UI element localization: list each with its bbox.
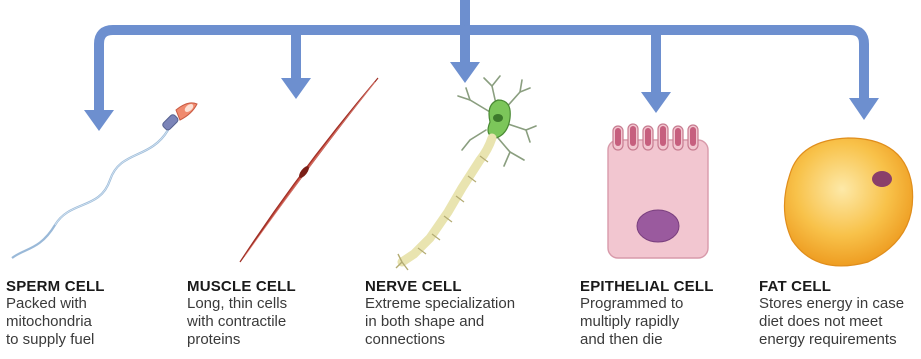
caption-title: SPERM CELL [6, 278, 182, 295]
arrow-heads [84, 62, 879, 131]
caption-line: proteins [187, 331, 363, 349]
caption-title: NERVE CELL [365, 278, 541, 295]
arrow-head-nerve [450, 62, 480, 83]
caption-muscle-cell: MUSCLE CELL Long, thin cells with contra… [187, 278, 363, 349]
caption-line: Stores energy in case [759, 295, 921, 313]
caption-line: connections [365, 331, 541, 349]
caption-line: multiply rapidly [580, 313, 756, 331]
caption-line: Programmed to [580, 295, 756, 313]
caption-fat-cell: FAT CELL Stores energy in case diet does… [759, 278, 921, 349]
caption-line: and then die [580, 331, 756, 349]
caption-line: with contractile [187, 313, 363, 331]
caption-title: MUSCLE CELL [187, 278, 363, 295]
muscle-cell-illustration [240, 78, 378, 262]
arrow-head-fat [849, 98, 879, 120]
arrow-head-sperm [84, 110, 114, 131]
caption-title: FAT CELL [759, 278, 921, 295]
epithelial-cell-illustration [608, 124, 708, 258]
caption-epithelial-cell: EPITHELIAL CELL Programmed to multiply r… [580, 278, 756, 349]
caption-line: energy requirements [759, 331, 921, 349]
caption-line: diet does not meet [759, 313, 921, 331]
arrow-head-muscle [281, 78, 311, 99]
caption-line: in both shape and [365, 313, 541, 331]
branching-arrows [99, 0, 864, 112]
cell-diagram [0, 0, 921, 280]
caption-line: to supply fuel [6, 331, 182, 349]
caption-nerve-cell: NERVE CELL Extreme specialization in bot… [365, 278, 541, 349]
nerve-cell-illustration [396, 76, 536, 270]
caption-line: Packed with [6, 295, 182, 313]
arrow-head-epithelial [641, 92, 671, 113]
fat-cell-illustration [784, 138, 912, 266]
caption-line: Long, thin cells [187, 295, 363, 313]
caption-sperm-cell: SPERM CELL Packed with mitochondria to s… [6, 278, 182, 349]
sperm-cell-illustration [12, 102, 197, 258]
caption-line: mitochondria [6, 313, 182, 331]
caption-title: EPITHELIAL CELL [580, 278, 756, 295]
caption-line: Extreme specialization [365, 295, 541, 313]
